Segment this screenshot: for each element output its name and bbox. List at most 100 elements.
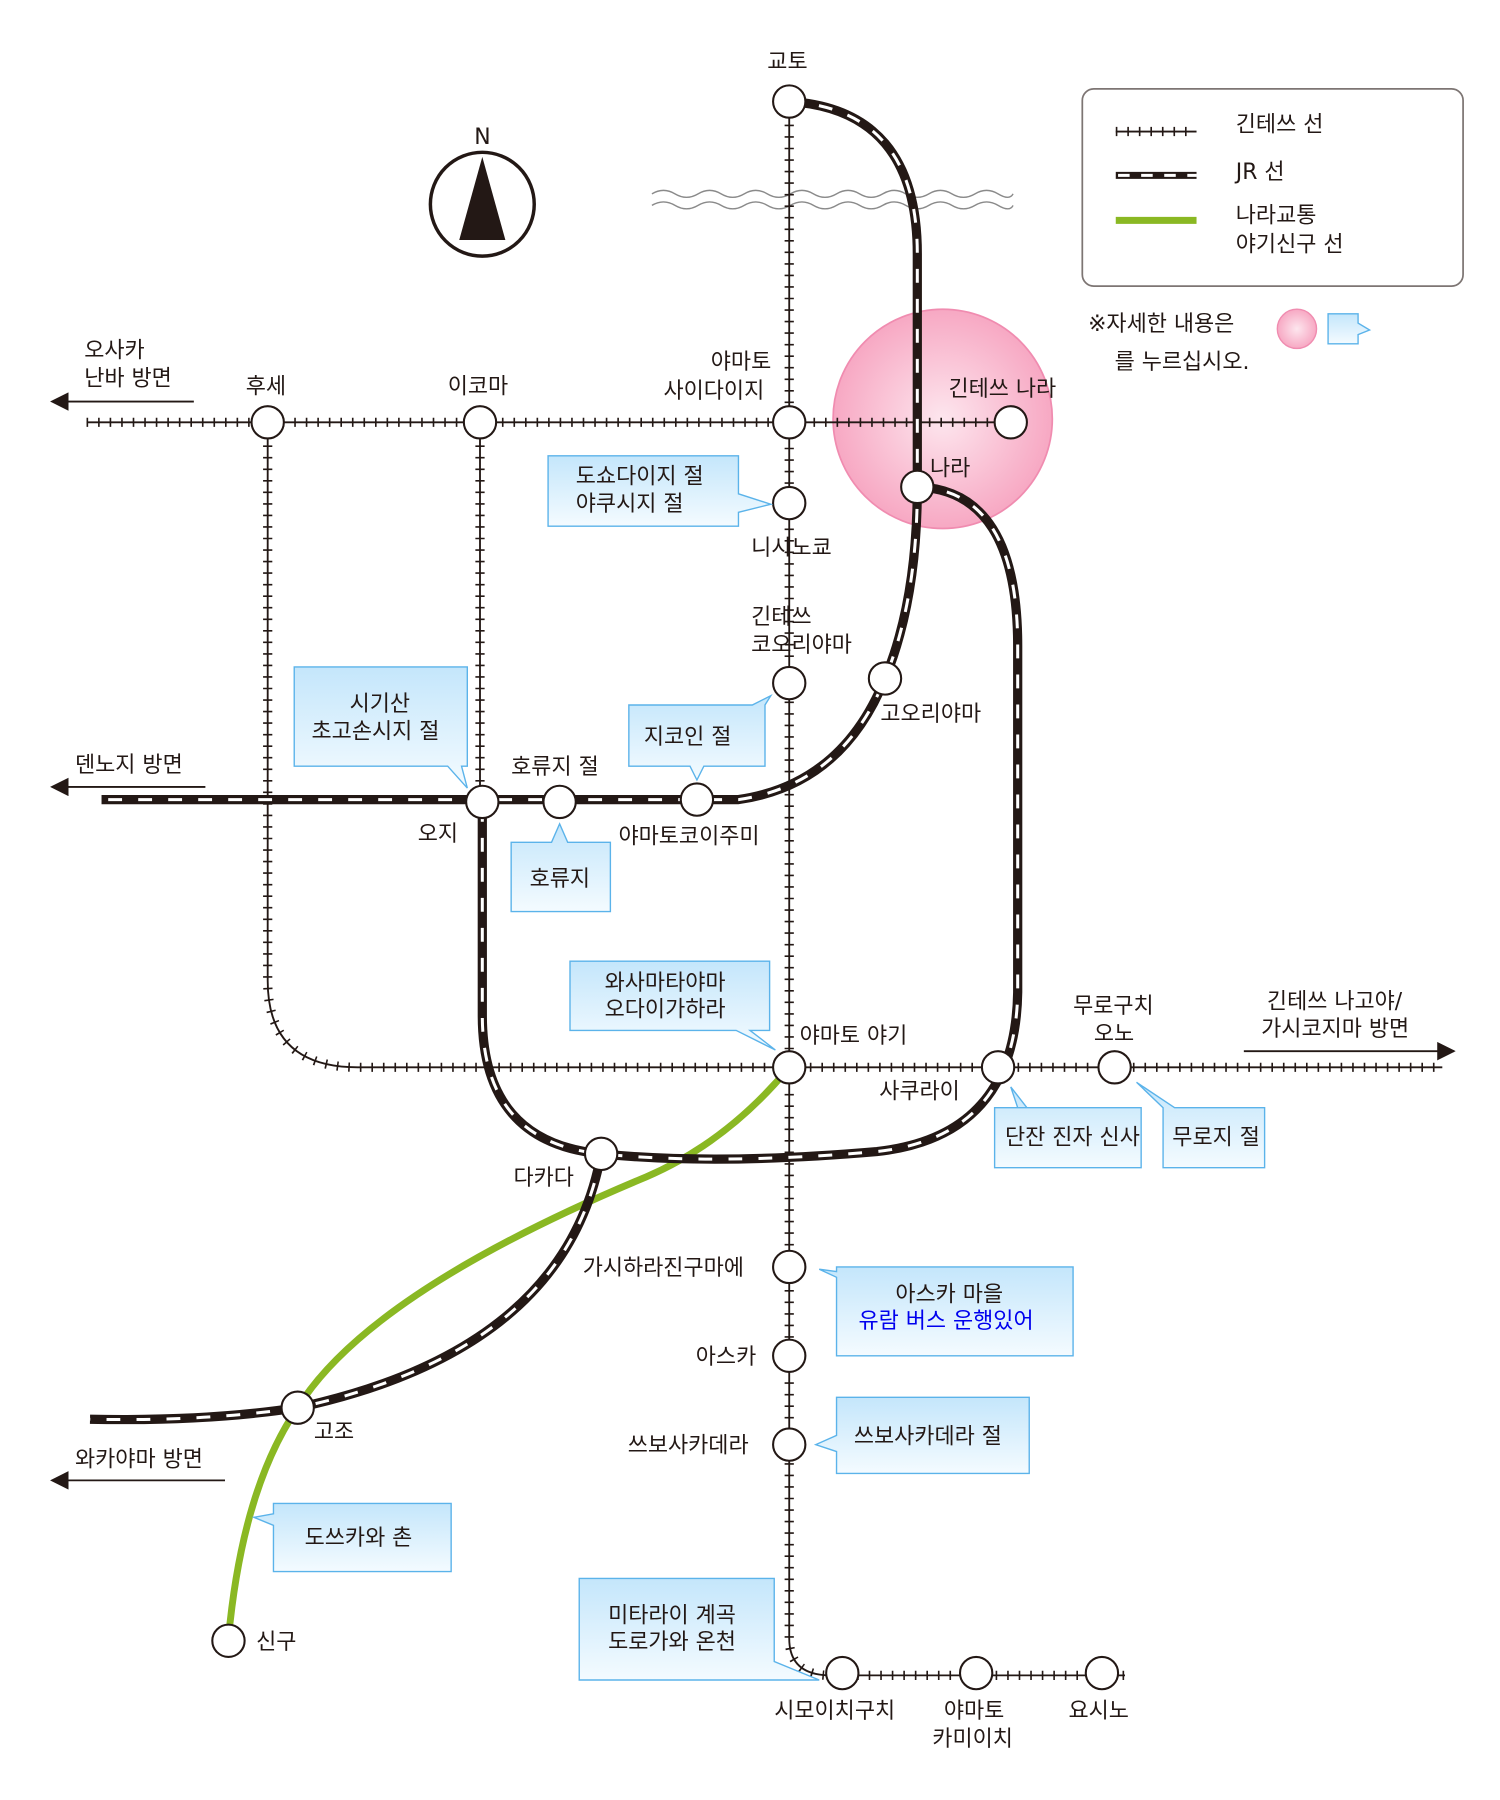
station-nishinokyo[interactable] [772, 485, 807, 521]
label-ikoma: 이코마 [448, 374, 508, 399]
legend: 긴테쓰 선 JR 선 나라교통 야기신구 선 [1081, 87, 1464, 288]
direction-arrows [50, 392, 1456, 1490]
north-arrow-icon [459, 156, 506, 240]
label-asuka: 아스카 [696, 1345, 756, 1370]
compass-north-label: N [474, 125, 490, 150]
callout-toshodaiji[interactable]: 도쇼다이지 절 야쿠시지 절 [547, 455, 774, 527]
label-nishinokyo: 니시노쿄 [751, 536, 832, 561]
dir-wakayama: 와카야마 방면 [75, 1448, 203, 1473]
callout-tanzan[interactable]: 단잔 진자 신사 [993, 1086, 1142, 1169]
station-asuka[interactable] [772, 1338, 807, 1373]
dir-osaka-1: 오사카 [84, 339, 144, 364]
station-kintetsu-nara[interactable] [993, 405, 1028, 440]
callout-text: 아스카 마을 [895, 1283, 1003, 1308]
station-tsubosakadera[interactable] [772, 1427, 807, 1462]
callout-jikoin[interactable]: 지코인 절 [628, 694, 773, 782]
label-saidaiji-1: 야마토 [711, 350, 771, 375]
callouts: 도쇼다이지 절 야쿠시지 절 시기산 초고손시지 절 지코인 절 호류지 와사마… [251, 455, 1266, 1681]
label-kashihara: 가시하라진구마에 [583, 1256, 744, 1281]
callout-mitarai[interactable]: 미타라이 계곡 도로가와 온천 [578, 1577, 820, 1681]
station-yamato-koizumi[interactable] [679, 782, 715, 817]
station-oji[interactable] [465, 784, 500, 820]
callout-text: 단잔 진자 신사 [1005, 1126, 1140, 1151]
station-shingu[interactable] [211, 1623, 246, 1658]
direction-labels: 오사카 난바 방면 덴노지 방면 와카야마 방면 긴테쓰 나고야/ 가시코지마 … [75, 339, 1409, 1473]
note-line-1: ※자세한 내용은 [1088, 312, 1234, 337]
legend-nara-kotsu-label-1: 나라교통 [1236, 204, 1317, 229]
label-koriyama: 고오리야마 [880, 702, 981, 727]
label-koizumi: 야마토코이주미 [618, 824, 759, 849]
station-koriyama[interactable] [867, 661, 903, 696]
label-sakurai: 사쿠라이 [879, 1079, 960, 1104]
callout-shigisan[interactable]: 시기산 초고손시지 절 [293, 666, 468, 789]
river [651, 189, 1014, 210]
callout-text: 도쇼다이지 절 [576, 464, 704, 489]
callout-text: 도로가와 온천 [608, 1630, 736, 1655]
callout-totsukawa[interactable]: 도쓰카와 촌 [251, 1502, 452, 1573]
callout-wasamata[interactable]: 와사마타야마 오다이가하라 [569, 960, 776, 1051]
label-yagi: 야마토 야기 [800, 1024, 908, 1049]
label-kamiichi-1: 야마토 [944, 1699, 1004, 1724]
station-yoshino[interactable] [1084, 1655, 1120, 1691]
station-gojo[interactable] [280, 1390, 315, 1425]
callout-text: 호류지 [530, 867, 590, 892]
nara-kotsu-yagi-shingu-line [225, 1065, 792, 1639]
callout-text: 유람 버스 운행있어 [858, 1309, 1033, 1334]
legend-nara-kotsu-label-2: 야기신구 선 [1236, 233, 1344, 258]
dir-nagoya-2: 가시코지마 방면 [1261, 1017, 1409, 1042]
station-shimoichiguchi[interactable] [825, 1655, 860, 1691]
label-kintetsu-nara: 긴테쓰 나라 [948, 377, 1056, 402]
jr-lines [89, 96, 1023, 1425]
station-muroguchi-ono[interactable] [1097, 1050, 1132, 1085]
dir-nagoya-1: 긴테쓰 나고야/ [1267, 989, 1403, 1014]
note-line-2: 를 누르십시오. [1115, 350, 1250, 375]
nara-highlight-area[interactable] [832, 308, 1054, 530]
callout-text: 지코인 절 [644, 725, 732, 750]
legend-kintetsu-label: 긴테쓰 선 [1236, 113, 1324, 138]
label-kin-koriyama-2: 코오리야마 [751, 633, 852, 658]
kintetsu-lines [86, 101, 1443, 1680]
label-kin-koriyama-1: 긴테쓰 [751, 605, 811, 630]
callout-text: 무로지 절 [1172, 1126, 1260, 1151]
callout-text: 시기산 [350, 692, 410, 717]
label-saidaiji-2: 사이다이지 [663, 379, 764, 404]
station-sakurai[interactable] [980, 1050, 1016, 1085]
station-kyoto[interactable] [772, 84, 807, 119]
station-kintetsu-koriyama[interactable] [772, 665, 807, 701]
station-ikoma[interactable] [462, 405, 498, 440]
stations [211, 84, 1132, 1691]
station-yamato-saidaiji[interactable] [772, 405, 807, 440]
station-yamato-kamiichi[interactable] [958, 1655, 994, 1691]
note: ※자세한 내용은 를 누르십시오. [1088, 308, 1372, 375]
station-labels: 교토 후세 이코마 야마토 사이다이지 긴테쓰 나라 나라 니시노쿄 긴테쓰 코… [246, 50, 1154, 1752]
label-muroguchi-2: 오노 [1094, 1022, 1134, 1047]
note-pink-circle-icon [1276, 308, 1318, 350]
label-tsubosaka: 쓰보사카데라 [628, 1434, 749, 1459]
label-oji: 오지 [418, 822, 458, 847]
label-gojo: 고조 [314, 1420, 354, 1445]
station-fuse[interactable] [250, 405, 285, 440]
callout-asuka[interactable]: 아스카 마을 유람 버스 운행있어 [818, 1266, 1074, 1357]
callout-muroji[interactable]: 무로지 절 [1136, 1081, 1266, 1169]
label-kyoto: 교토 [767, 50, 807, 75]
callout-text: 미타라이 계곡 [608, 1603, 736, 1628]
station-yamato-yagi[interactable] [772, 1050, 807, 1085]
label-fuse: 후세 [246, 374, 286, 399]
callout-horyuji[interactable]: 호류지 [510, 822, 612, 913]
label-nara: 나라 [930, 456, 970, 481]
dir-osaka-2: 난바 방면 [84, 366, 172, 391]
callout-tsubosaka[interactable]: 쓰보사카데라 절 [813, 1396, 1030, 1475]
station-horyuji[interactable] [542, 784, 577, 820]
station-kashiharajingumae[interactable] [772, 1249, 807, 1285]
callout-text: 초고손시지 절 [312, 719, 440, 744]
callout-text: 도쓰카와 촌 [305, 1526, 413, 1551]
station-nara[interactable] [900, 469, 935, 505]
label-kamiichi-2: 카미이치 [932, 1727, 1013, 1752]
label-shimoichi: 시모이치구치 [774, 1699, 895, 1724]
label-horyuji: 호류지 절 [511, 755, 599, 780]
callout-text: 야쿠시지 절 [576, 492, 684, 517]
station-takada[interactable] [583, 1136, 619, 1172]
callout-text: 와사마타야마 [605, 971, 726, 996]
label-yoshino: 요시노 [1068, 1699, 1128, 1724]
